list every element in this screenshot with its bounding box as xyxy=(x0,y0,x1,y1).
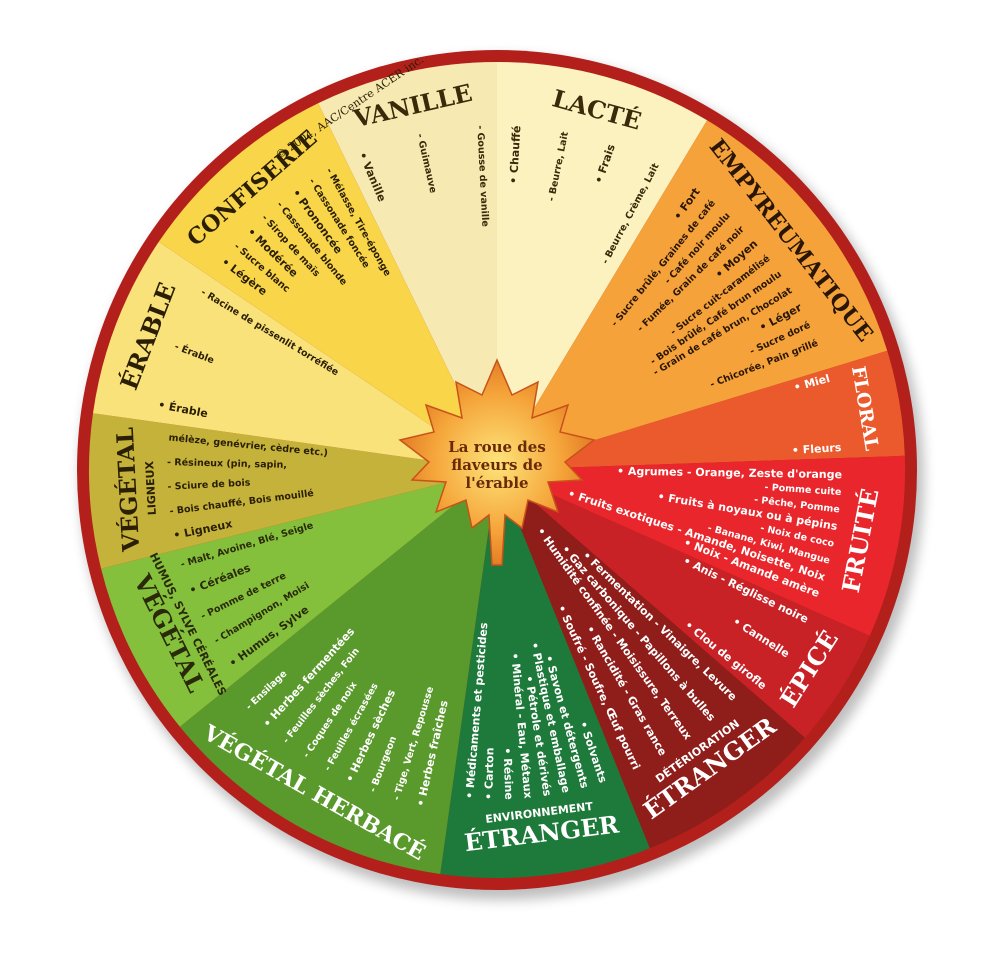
flavour-item: • Chauffé xyxy=(507,125,523,184)
sector-vegetal-ligneux xyxy=(89,413,498,569)
flavour-item: • Résine xyxy=(501,747,516,800)
flavour-item: - Sciure de bois xyxy=(167,477,251,492)
flavour-item: - Résineux (pin, sapin, xyxy=(167,457,287,471)
flavour-item: - Pomme cuite xyxy=(764,482,841,498)
sector-erable xyxy=(93,241,497,470)
flavour-item: • Carton xyxy=(482,747,496,800)
flavour-item: • Fleurs xyxy=(792,441,843,457)
sector-vegetal-humus xyxy=(101,470,497,727)
maple-leaf-icon xyxy=(398,358,596,566)
center-title-line-1: La roue des xyxy=(448,438,546,456)
sectors-layer xyxy=(89,62,906,878)
sector-empyreumatique xyxy=(497,120,888,471)
sector-vanille xyxy=(318,62,497,470)
sector-fruite xyxy=(497,455,906,636)
sector-lacte xyxy=(497,62,708,470)
sector-subtitle-vegetal-ligneux: LIGNEUX xyxy=(143,460,159,515)
sector-etranger-environnement xyxy=(440,470,650,878)
sector-epice xyxy=(497,470,870,738)
flavour-item: • Agrumes - Orange, Zeste d'orange xyxy=(617,465,842,482)
flavour-item: - Gousse de vanille xyxy=(474,125,490,227)
center-title-line-3: l'érable xyxy=(465,474,528,492)
maple-leaf: La roue des flaveurs de l'érable xyxy=(398,358,596,566)
center-title-line-2: flaveurs de xyxy=(451,456,542,474)
sector-floral xyxy=(497,350,905,470)
sector-vegetal-herbace xyxy=(179,470,497,874)
sector-etranger-deterioration xyxy=(497,470,805,849)
sector-title-vegetal-ligneux: VÉGÉTAL xyxy=(110,426,146,553)
sector-confiserie xyxy=(158,103,498,471)
